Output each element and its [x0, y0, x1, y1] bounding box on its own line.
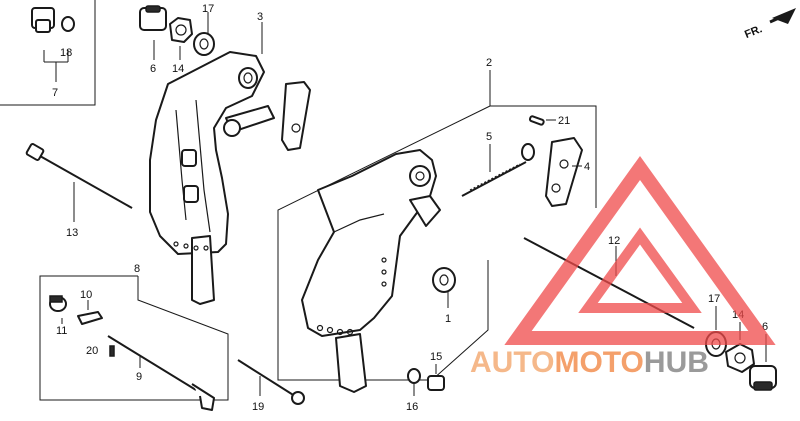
- callout-16: 16: [406, 401, 418, 413]
- callout-19: 19: [252, 401, 264, 413]
- callout-21: 21: [558, 115, 570, 127]
- cap-nut-part-6-top: [139, 5, 167, 31]
- callout-12: 12: [608, 235, 620, 247]
- sleeve-part-19: [237, 359, 305, 405]
- long-bolt-part-13: [25, 143, 133, 209]
- pin-part-21: [528, 115, 545, 126]
- swivel-bracket-part-2: [301, 149, 441, 393]
- front-direction-label: FR.: [743, 23, 764, 41]
- pin-part-20: [109, 345, 115, 357]
- svg-text:AUTOMOTOHUB: AUTOMOTOHUB: [470, 346, 709, 379]
- washer-part-16: [407, 368, 421, 384]
- callout-17-top: 17: [202, 3, 214, 15]
- nut-part-15: [427, 375, 445, 391]
- callout-18: 18: [60, 47, 72, 59]
- callout-17-bottom: 17: [708, 293, 720, 305]
- washer-part-17-top: [193, 32, 215, 56]
- callout-15: 15: [430, 351, 442, 363]
- lever-part-4: [545, 137, 583, 207]
- front-direction-arrow-icon: [769, 8, 796, 24]
- callout-11: 11: [56, 325, 67, 337]
- assembly-frame-8: [39, 275, 229, 401]
- callout-6-bottom: 6: [762, 321, 768, 333]
- cap-nut-part-6-bottom: [749, 365, 777, 391]
- watermark-text-moto: MOTO: [554, 346, 643, 379]
- watermark-text-auto: AUTO: [470, 346, 554, 379]
- callout-6-top: 6: [150, 63, 156, 75]
- callout-5: 5: [486, 131, 492, 143]
- callout-14-top: 14: [172, 63, 184, 75]
- nut-part-14-bottom: [725, 343, 755, 373]
- washer-part-1: [432, 267, 456, 293]
- callout-3: 3: [257, 11, 263, 23]
- nut-part-14-top: [169, 17, 193, 43]
- assembly-frame-2: [489, 70, 597, 208]
- collar-part-18: [31, 7, 75, 33]
- callout-20: 20: [86, 345, 98, 357]
- callout-9: 9: [136, 371, 142, 383]
- watermark-logo-icon: [504, 155, 776, 345]
- callout-8: 8: [134, 263, 140, 275]
- inset-frame: [0, 0, 96, 106]
- callout-13: 13: [66, 227, 78, 239]
- callout-7: 7: [52, 87, 58, 99]
- callout-4: 4: [584, 161, 590, 173]
- adjuster-bolt-part-5: [461, 143, 535, 197]
- grease-nipple-part-11: [49, 295, 67, 312]
- watermark-text: AUTOMOTOHUB: [470, 346, 709, 379]
- stern-bracket-part-3: [149, 51, 311, 305]
- callout-1: 1: [445, 313, 451, 325]
- tilt-lock-rod-part-9: [107, 335, 215, 411]
- callout-10: 10: [80, 289, 92, 301]
- callout-2: 2: [486, 57, 492, 69]
- watermark-text-hub: HUB: [644, 346, 709, 379]
- clip-part-10: [77, 311, 103, 325]
